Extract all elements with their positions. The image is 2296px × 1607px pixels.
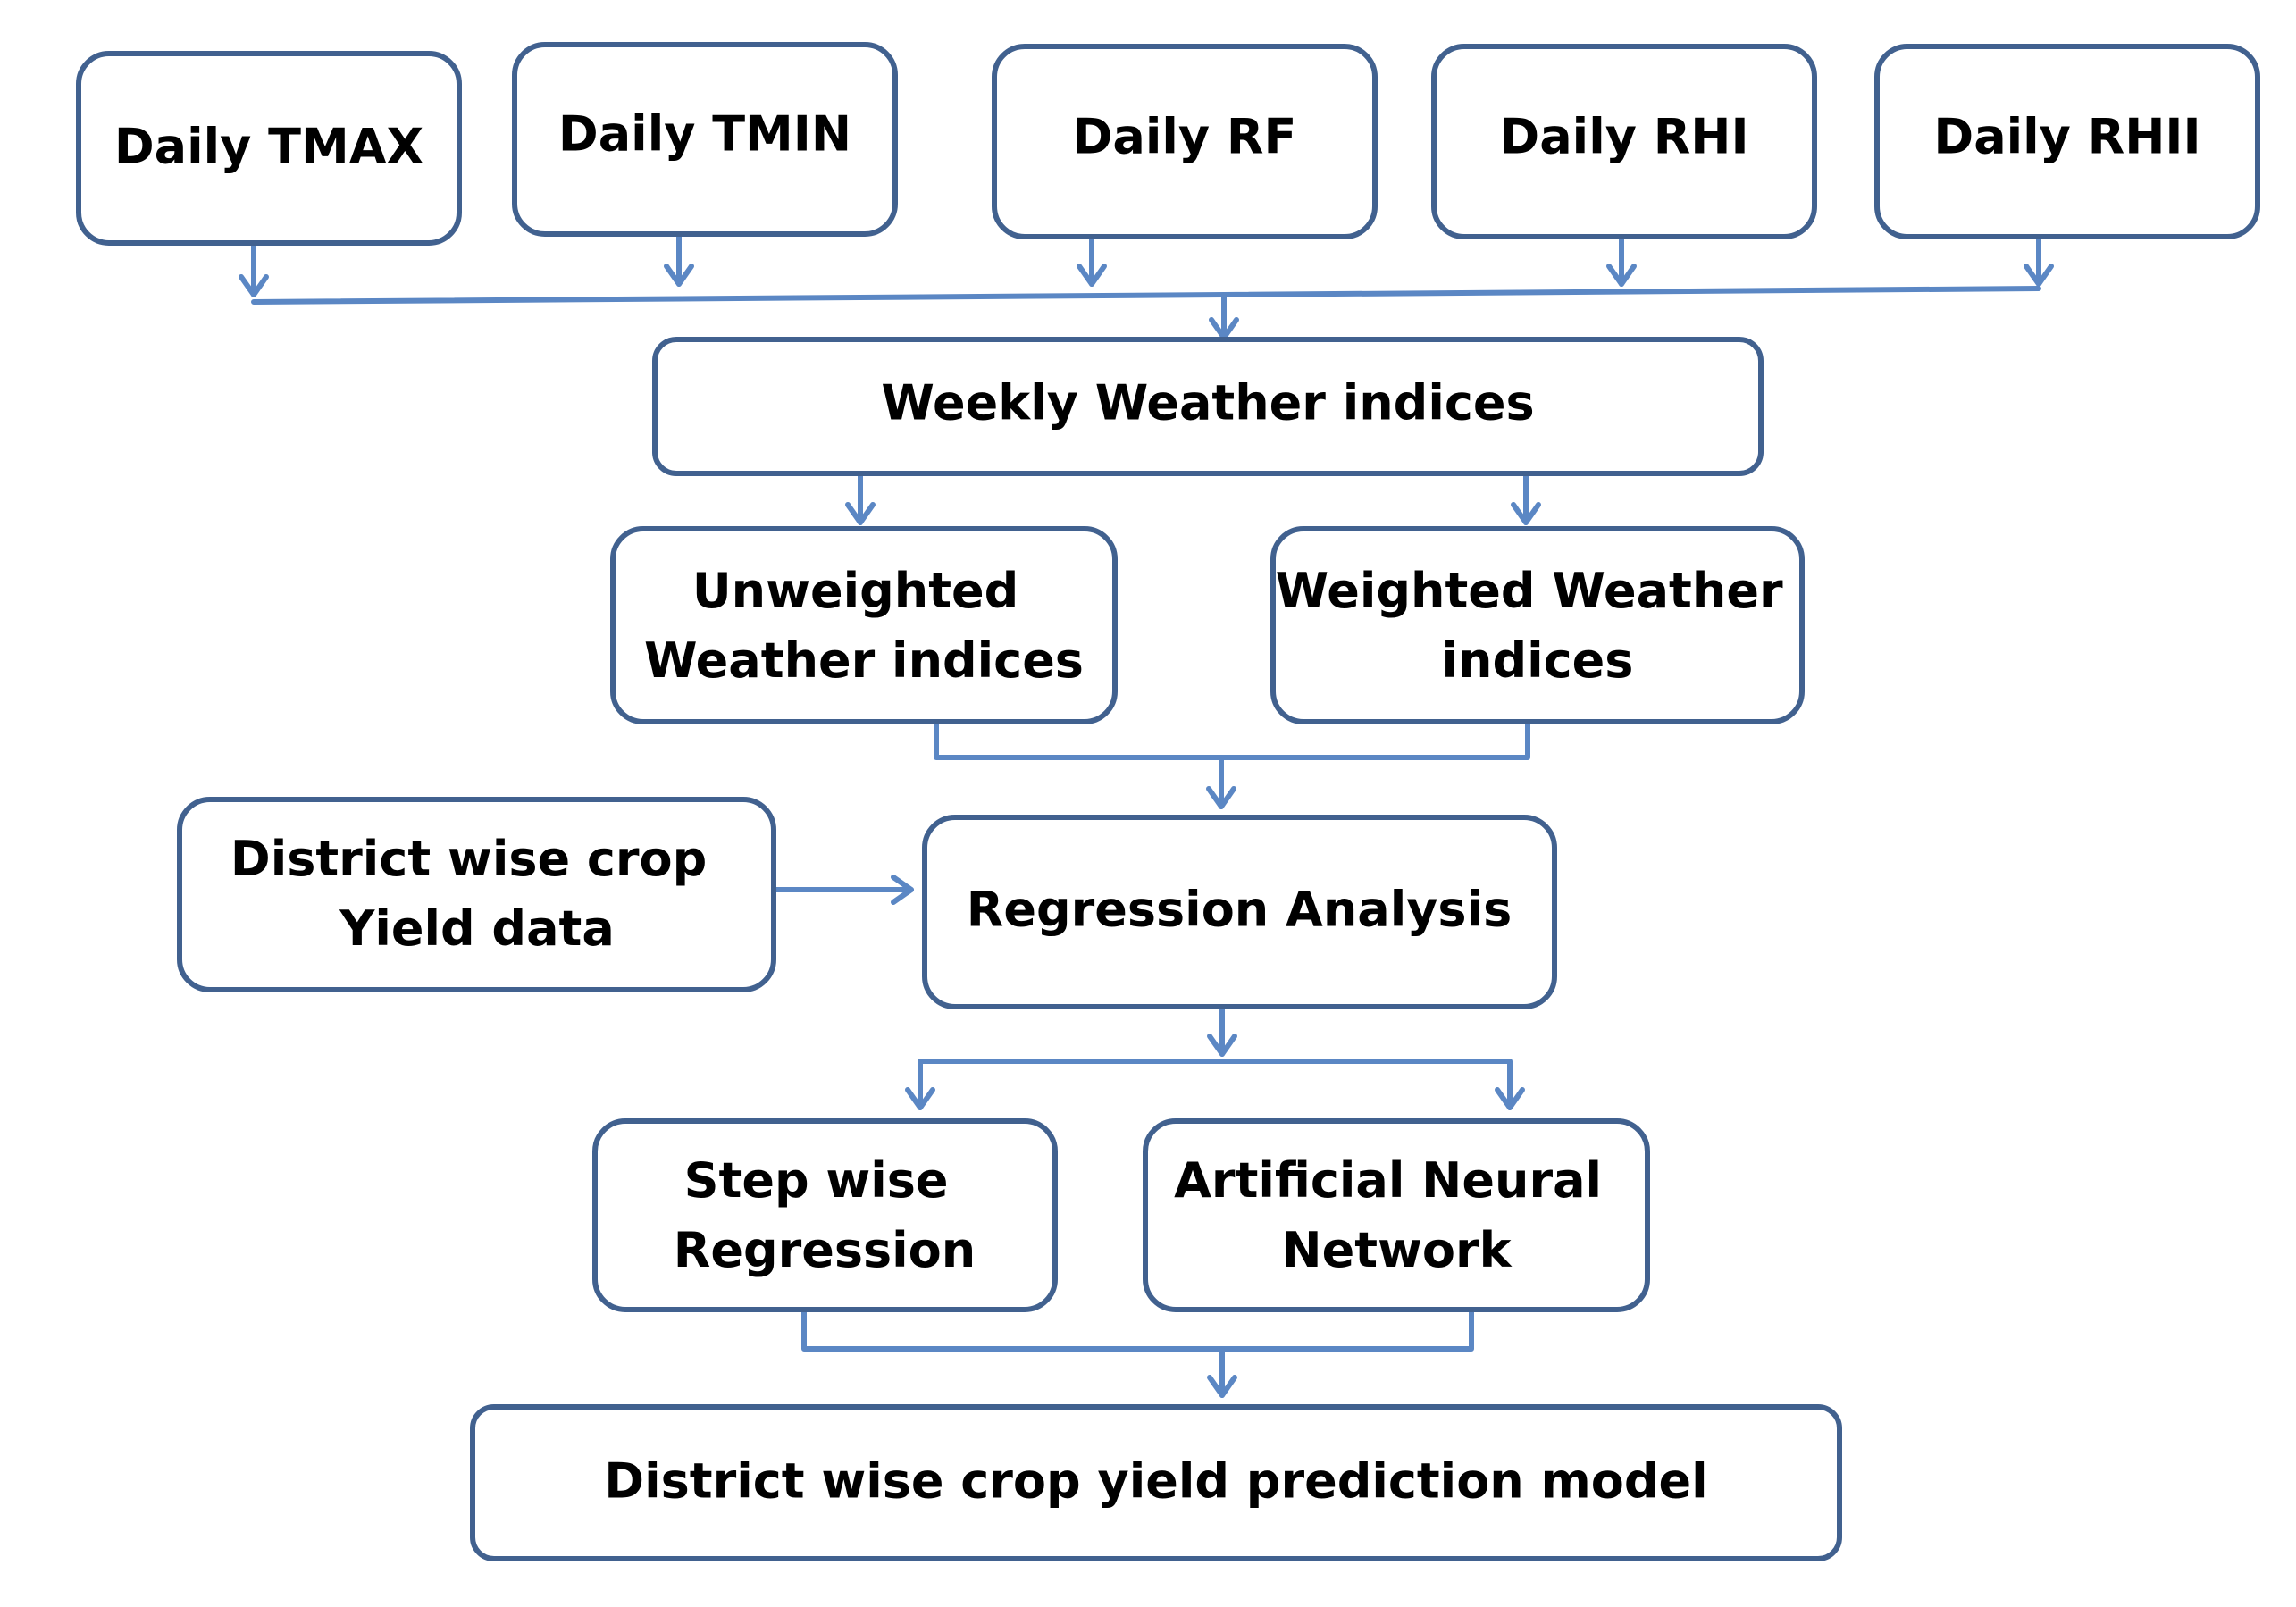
node-weighted-label: Weighted Weather indices	[1276, 563, 1800, 689]
arrowhead-rhi	[1606, 264, 1637, 287]
node-daily-tmax-label: Daily TMAX	[114, 119, 423, 175]
arrowhead-rhii	[2024, 264, 2054, 287]
node-unweighted-line1: Unweighted	[692, 563, 1019, 619]
arrowhead-unweighted	[845, 502, 876, 525]
node-daily-rhii: Daily RHII	[1874, 44, 2260, 239]
node-stepwise-line2: Regression	[674, 1222, 976, 1278]
node-stepwise-regression: Step wise Regression	[592, 1118, 1058, 1312]
node-daily-rf-label: Daily RF	[1073, 109, 1297, 165]
connector-regression-split	[918, 1059, 1513, 1110]
node-daily-tmin-label: Daily TMIN	[558, 106, 851, 163]
node-district-yield-line2: Yield data	[339, 900, 615, 957]
node-weekly-weather-indices-label: Weekly Weather indices	[881, 375, 1534, 431]
node-district-yield-line1: District wise crop	[230, 831, 707, 887]
node-daily-rhii-label: Daily RHII	[1933, 109, 2200, 165]
node-daily-rf: Daily RF	[992, 44, 1378, 239]
node-unweighted-weather-indices: Unweighted Weather indices	[610, 526, 1118, 724]
node-district-yield-prediction-model: District wise crop yield prediction mode…	[470, 1404, 1842, 1561]
node-weighted-weather-indices: Weighted Weather indices	[1270, 526, 1805, 724]
node-stepwise-line1: Step wise	[684, 1152, 949, 1209]
node-daily-tmax: Daily TMAX	[76, 51, 462, 246]
connector-indices-merge	[934, 719, 1530, 760]
node-weekly-weather-indices: Weekly Weather indices	[652, 337, 1764, 476]
node-unweighted-label: Unweighted Weather indices	[644, 563, 1084, 689]
node-ann-label: Artificial Neural Network	[1174, 1152, 1619, 1278]
arrowhead-tmax	[239, 274, 269, 297]
node-artificial-neural-network: Artificial Neural Network	[1143, 1118, 1650, 1312]
node-regression-analysis-label: Regression Analysis	[967, 882, 1512, 938]
node-district-yield-data: District wise crop Yield data	[177, 797, 776, 992]
arrowhead-ann	[1495, 1087, 1525, 1110]
arrowhead-regression-left	[891, 875, 914, 905]
connectors	[251, 231, 2041, 1398]
arrowhead-rf	[1077, 264, 1107, 287]
connector-models-merge	[801, 1307, 1474, 1352]
node-district-yield-label: District wise crop Yield data	[230, 831, 724, 957]
arrowheads	[239, 264, 2054, 1398]
node-weighted-line1: Weighted Weather	[1276, 563, 1783, 619]
node-daily-rhi-label: Daily RHI	[1499, 109, 1748, 165]
arrowhead-regression-top	[1206, 786, 1236, 809]
node-weighted-line2: indices	[1442, 632, 1634, 689]
arrowhead-weighted	[1511, 502, 1541, 525]
node-ann-line1: Artificial Neural	[1174, 1152, 1602, 1209]
arrowhead-final	[1207, 1375, 1237, 1398]
node-prediction-model-label: District wise crop yield prediction mode…	[604, 1453, 1707, 1510]
node-daily-rhi: Daily RHI	[1431, 44, 1817, 239]
node-stepwise-label: Step wise Regression	[674, 1152, 976, 1278]
node-regression-analysis: Regression Analysis	[922, 815, 1557, 1009]
node-unweighted-line2: Weather indices	[644, 632, 1084, 689]
connector-inputs-bus	[251, 286, 2041, 305]
node-ann-line2: Network	[1281, 1222, 1512, 1278]
arrowhead-stepwise	[905, 1087, 935, 1110]
arrowhead-tmin	[664, 264, 694, 287]
node-daily-tmin: Daily TMIN	[512, 42, 898, 237]
arrowhead-regression-split	[1207, 1034, 1237, 1057]
